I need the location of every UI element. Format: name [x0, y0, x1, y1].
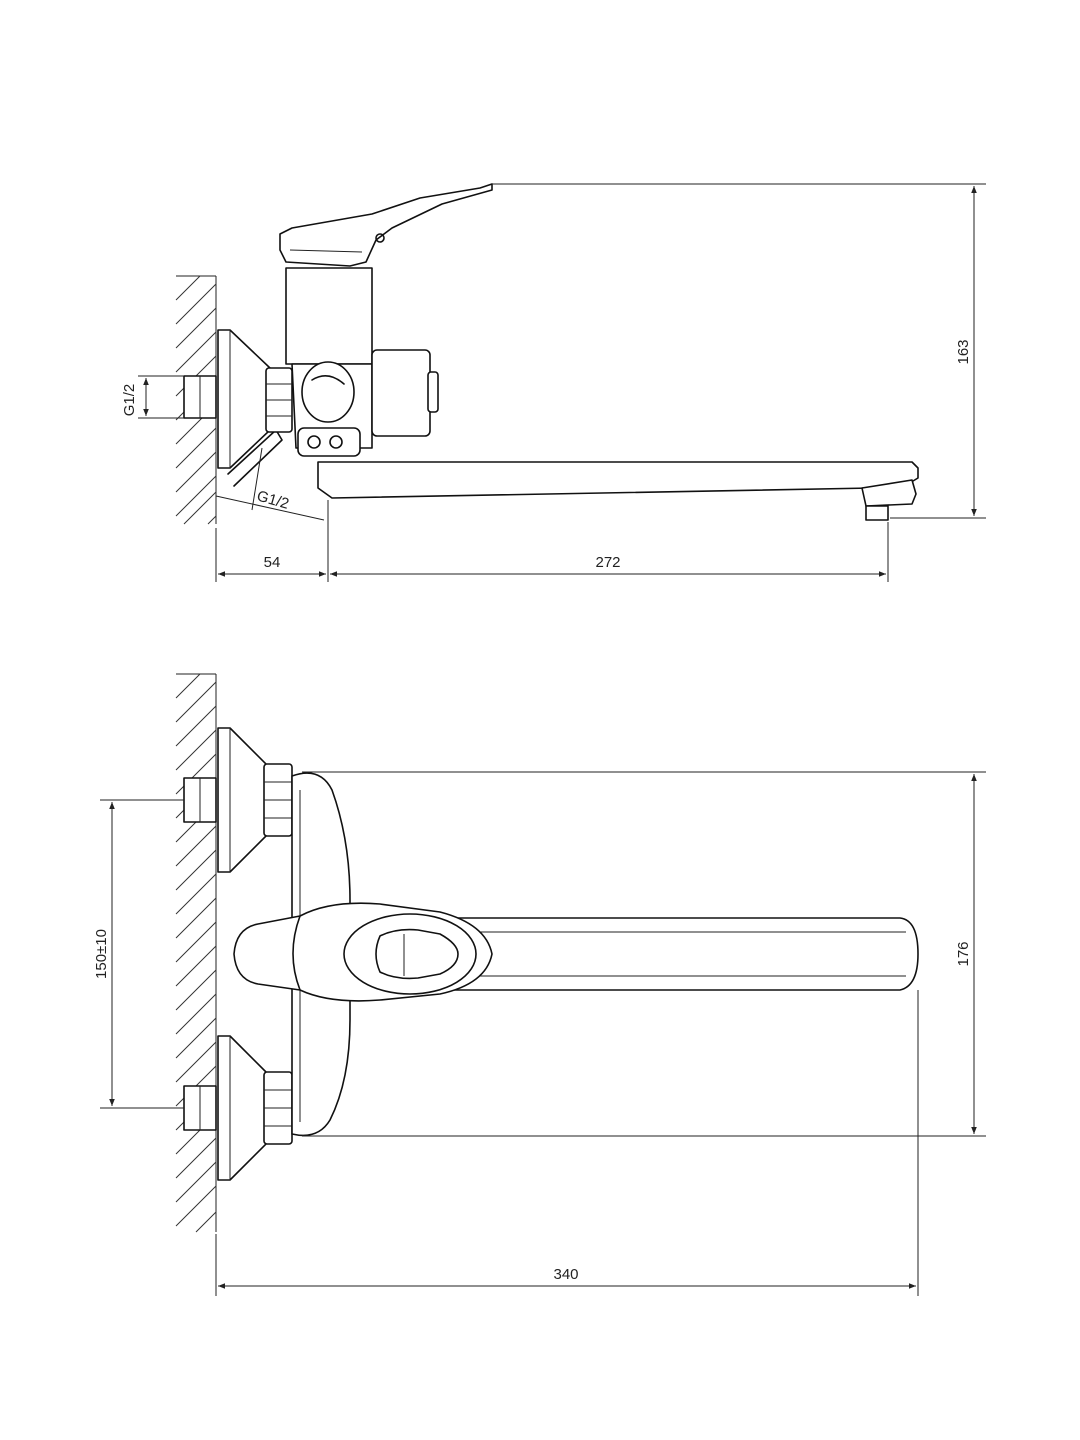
top-view: 176 150±10 340 [93, 673, 986, 1296]
top-spout [379, 917, 919, 991]
wall-to-body-label: 54 [264, 554, 281, 571]
top-wall-hatch [175, 673, 217, 1233]
spout-reach-label: 272 [595, 554, 620, 571]
height-dimension-label: 163 [955, 339, 972, 364]
top-lever-grip [375, 928, 459, 980]
top-lower-escutcheon [217, 1035, 269, 1181]
inlet-thread-label: G1/2 [121, 384, 138, 417]
side-mixer-body [285, 267, 373, 365]
side-wall-hatch [175, 275, 217, 525]
side-shower-outlet [371, 349, 431, 437]
total-reach-label: 340 [553, 1266, 578, 1283]
inlet-spacing-label: 150±10 [93, 929, 110, 979]
side-aerator [861, 479, 917, 507]
body-width-label: 176 [955, 941, 972, 966]
side-body-ring [297, 427, 361, 457]
side-spout [317, 461, 919, 499]
side-lever-handle [279, 183, 493, 267]
side-diverter-knob [301, 361, 355, 423]
top-upper-escutcheon [217, 727, 269, 873]
side-escutcheon [217, 329, 271, 469]
side-view: 163 G1/2 G1/2 54 272 [121, 183, 986, 582]
